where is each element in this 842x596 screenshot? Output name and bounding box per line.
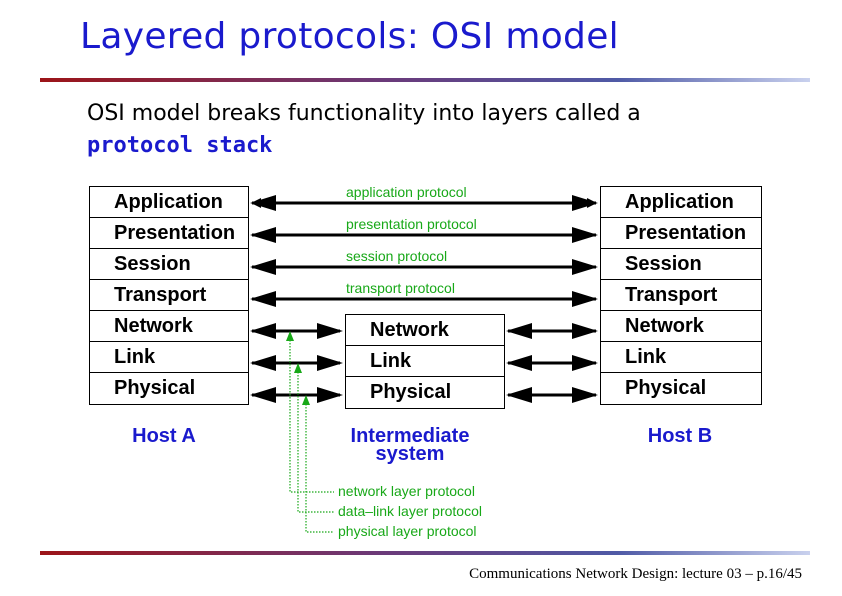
- intermediate-label-line1: Intermediate: [350, 425, 470, 447]
- network-layer-protocol-label: network layer protocol: [338, 483, 475, 499]
- data-link-layer-protocol-label: data–link layer protocol: [338, 503, 482, 519]
- intermediate-layer-network: Network: [346, 315, 504, 346]
- intermediate-stack: Network Link Physical: [345, 314, 505, 409]
- host-b-layer-link: Link: [601, 342, 761, 373]
- host-b-layer-network: Network: [601, 311, 761, 342]
- host-b-layer-presentation: Presentation: [601, 218, 761, 249]
- intermediate-label: Intermediate system: [345, 425, 475, 465]
- host-a-layer-link: Link: [90, 342, 248, 373]
- presentation-protocol-label: presentation protocol: [346, 216, 477, 232]
- link-leader: [297, 369, 334, 513]
- host-a-layer-physical: Physical: [114, 377, 196, 399]
- title-divider: [40, 78, 810, 82]
- host-a-layer-application: Application: [90, 187, 248, 218]
- host-a-layer-network: Network: [90, 311, 248, 342]
- transport-protocol-label: transport protocol: [346, 280, 455, 296]
- slide-title: Layered protocols: OSI model: [80, 16, 619, 57]
- physical-layer-protocol-label: physical layer protocol: [338, 523, 477, 539]
- footer-divider: [40, 551, 810, 555]
- host-b-stack: Application Presentation Session Transpo…: [600, 186, 762, 405]
- host-a-stack: Application Presentation Session Transpo…: [89, 186, 249, 405]
- host-a-layer-presentation: Presentation: [90, 218, 248, 249]
- protocol-leader-lines: [289, 337, 334, 533]
- intro-line: OSI model breaks functionality into laye…: [87, 101, 641, 126]
- intro-emphasis: protocol stack: [87, 133, 273, 158]
- host-b-layer-application: Application: [601, 187, 761, 218]
- host-b-layer-session: Session: [601, 249, 761, 280]
- host-a-layer-transport: Transport: [90, 280, 248, 311]
- arrowheads: [250, 195, 598, 403]
- host-b-label: Host B: [647, 425, 713, 447]
- host-a-label: Host A: [132, 425, 196, 447]
- intermediate-layer-link: Link: [346, 346, 504, 377]
- intermediate-label-line2: system: [375, 443, 445, 465]
- slide-footer: Communications Network Design: lecture 0…: [469, 566, 802, 582]
- network-leader: [289, 337, 334, 493]
- session-protocol-label: session protocol: [346, 248, 448, 264]
- application-protocol-label: application protocol: [346, 184, 467, 200]
- intro-text: OSI model breaks functionality into laye…: [87, 98, 641, 162]
- host-a-layer-session: Session: [90, 249, 248, 280]
- intermediate-layer-physical: Physical: [370, 381, 452, 403]
- host-b-layer-transport: Transport: [601, 280, 761, 311]
- host-b-layer-physical: Physical: [625, 377, 707, 399]
- leader-arrowheads: [286, 331, 310, 405]
